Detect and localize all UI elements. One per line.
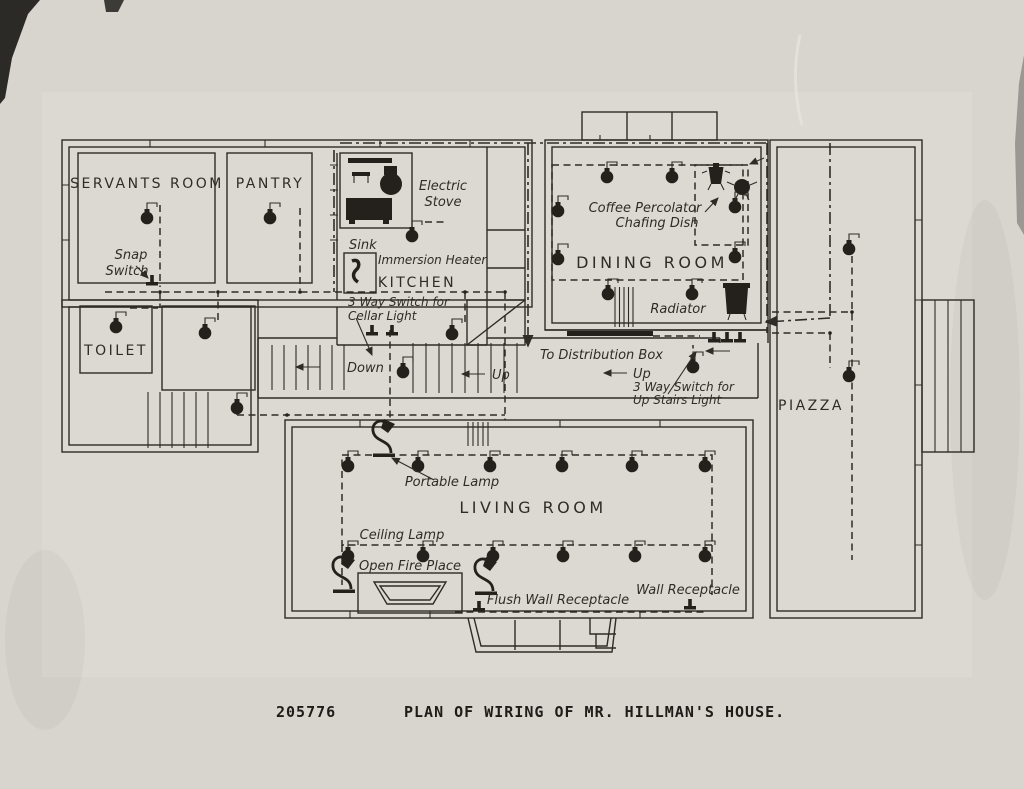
label-toilet: TOILET [83, 343, 148, 359]
label-cellar-switch-2: Cellar Light [348, 309, 418, 323]
radiator-icon [723, 283, 750, 321]
label-upstairs-switch-2: Up Stairs Light [633, 393, 722, 407]
dining-opening-columns [614, 287, 634, 327]
label-wall-receptacle: Wall Receptacle [636, 583, 740, 598]
electric-stove-icon [346, 158, 402, 224]
label-snap-switch-2: Switch [106, 264, 149, 279]
entry-steps [589, 618, 616, 649]
bay-window [467, 617, 617, 653]
label-down: Down [347, 361, 384, 376]
label-immersion-heater: Immersion Heater [378, 253, 487, 267]
catalog-number: 205776 [276, 703, 336, 721]
labels: SERVANTS ROOM PANTRY Snap Switch Electri… [70, 176, 844, 608]
label-pantry: PANTRY [236, 176, 305, 192]
caption: 205776 PLAN OF WIRING OF MR. HILLMAN'S H… [276, 703, 785, 721]
label-flush-wall-receptacle: Flush Wall Receptacle [487, 593, 629, 608]
label-kitchen: KITCHEN [378, 275, 456, 291]
label-coffee-percolator: Coffee Percolator [589, 201, 703, 216]
devices [109, 158, 860, 614]
dining-circuit [551, 164, 744, 281]
main-feeder-conduit [340, 142, 768, 333]
label-radiator: Radiator [650, 302, 707, 317]
label-to-distribution-box: To Distribution Box [540, 348, 663, 363]
label-ceiling-lamp: Ceiling Lamp [360, 528, 445, 543]
label-chafing-dish: Chafing Dish [616, 216, 699, 231]
porch-steps [147, 392, 209, 448]
label-electric-stove-1: Electric [419, 179, 467, 194]
label-electric-stove-2: Stove [425, 195, 462, 210]
closet-diagonal [466, 299, 526, 346]
label-dining-room: DINING ROOM [576, 253, 728, 272]
label-upstairs-switch-1: 3 Way Switch for [633, 380, 735, 394]
label-up-stairs: Up [492, 368, 510, 383]
label-snap-switch-1: Snap [115, 248, 148, 263]
up-stairs-treads [412, 343, 518, 393]
label-open-fire-place: Open Fire Place [359, 559, 461, 574]
stove-alcove-walls [339, 152, 413, 229]
label-cellar-switch-1: 3 Way Switch for [348, 295, 450, 309]
hall-walls [161, 305, 256, 391]
plan-title: PLAN OF WIRING OF MR. HILLMAN'S HOUSE. [404, 703, 785, 721]
label-piazza: PIAZZA [778, 398, 844, 414]
toilet-walls [79, 305, 153, 374]
label-up-hall: Up [633, 367, 651, 382]
label-portable-lamp: Portable Lamp [405, 475, 499, 490]
annotation-arrows [135, 143, 831, 481]
fireplace [357, 572, 463, 614]
living-opening-columns [467, 422, 489, 446]
pantry-walls [226, 152, 313, 284]
distribution-conduit-bar [567, 331, 653, 336]
label-sink: Sink [349, 238, 377, 253]
photo-corner-shadow [0, 0, 40, 104]
label-living-room: LIVING ROOM [459, 498, 606, 517]
sink-counter [343, 252, 377, 294]
sink-faucet-icon [351, 258, 361, 284]
label-servants-room: SERVANTS ROOM [70, 176, 224, 192]
